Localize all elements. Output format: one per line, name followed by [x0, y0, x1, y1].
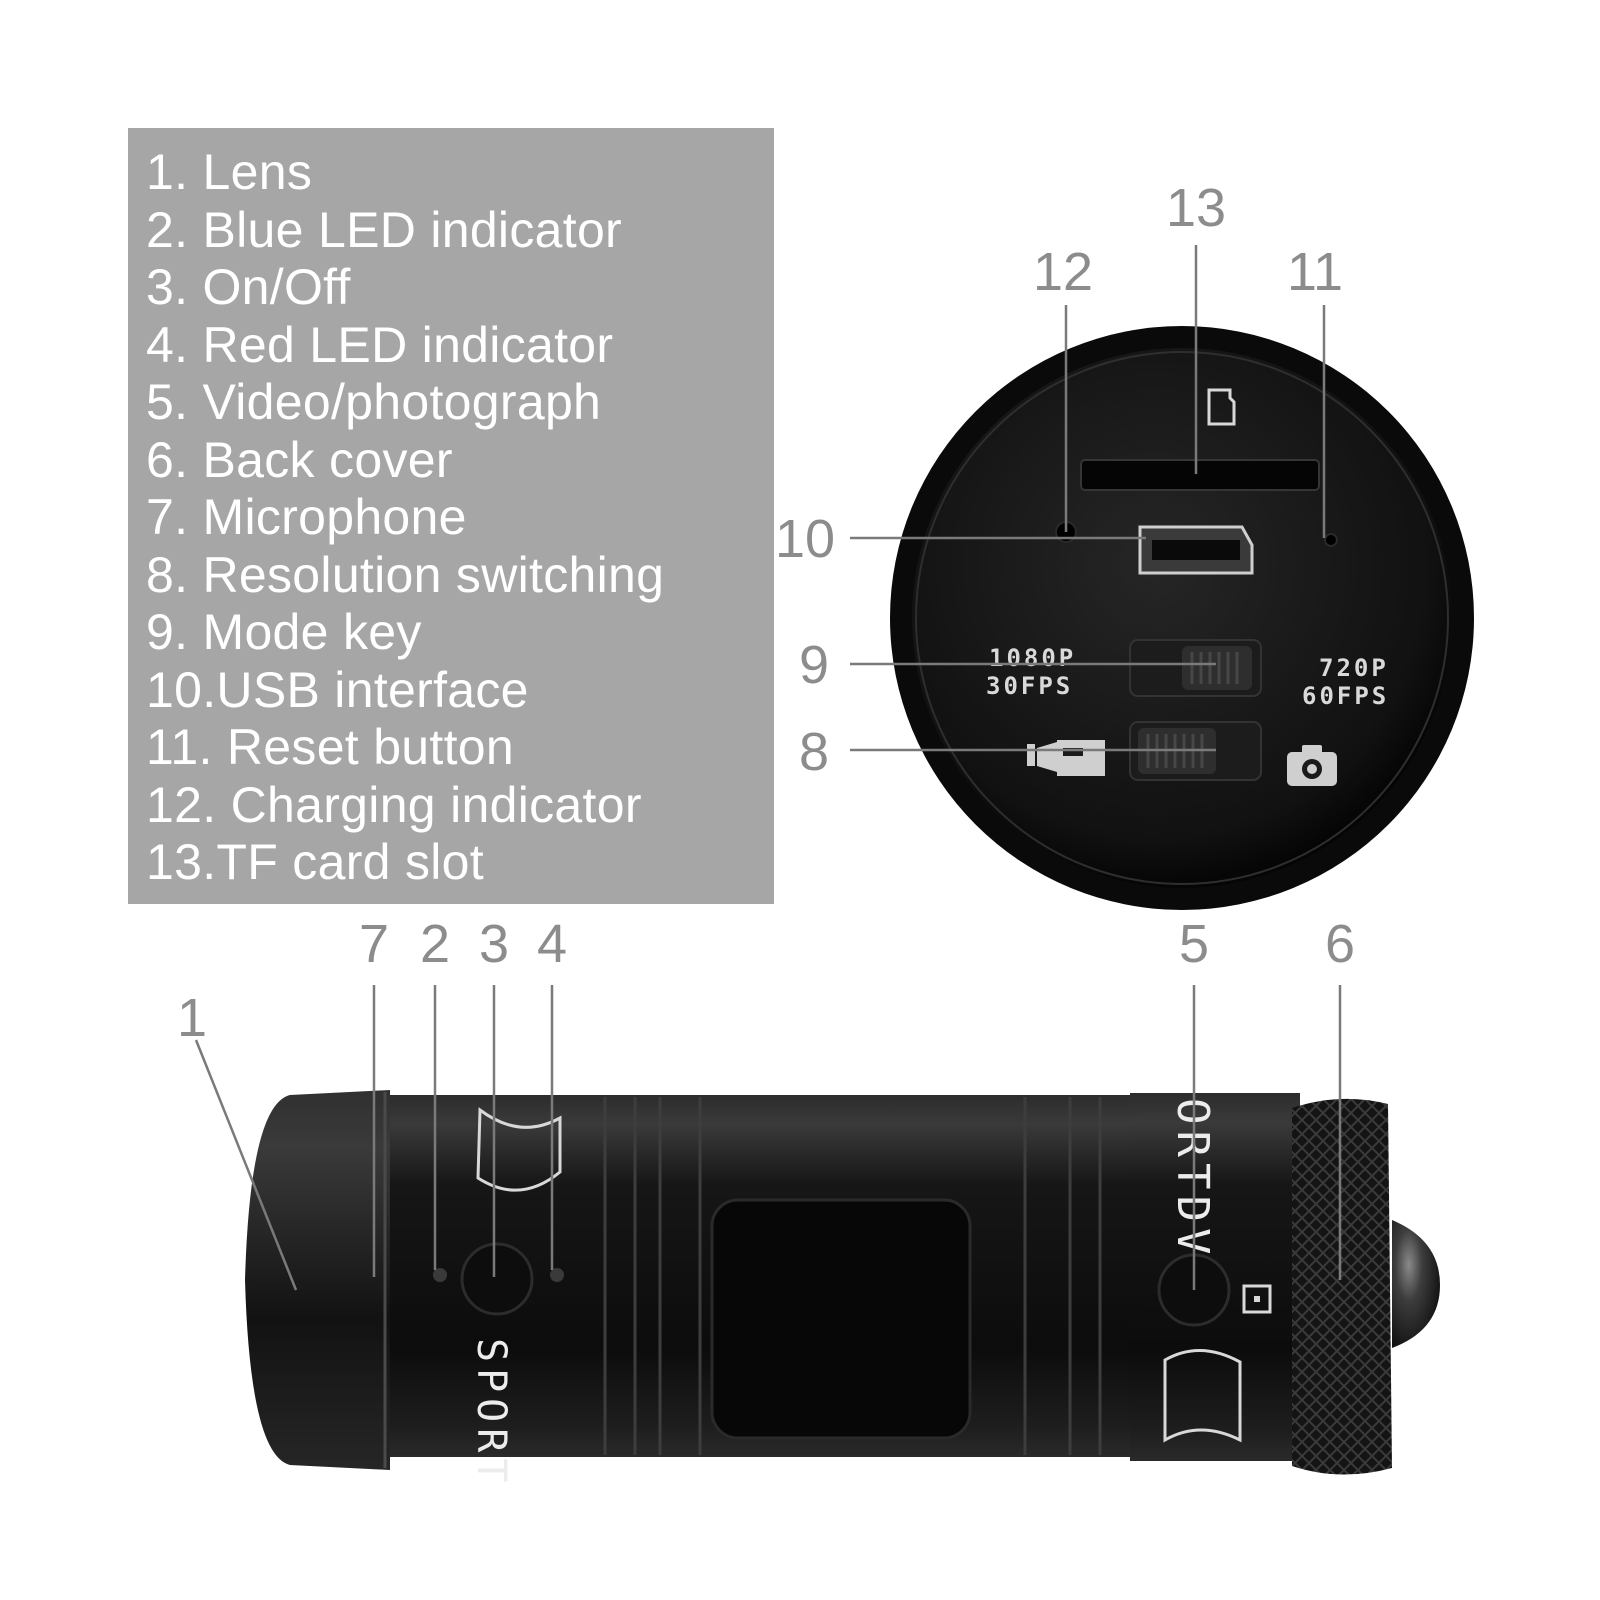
sd-card-icon: [1207, 388, 1236, 426]
blue-led: [433, 1268, 447, 1282]
callout-8: 8: [799, 722, 829, 782]
legend-item: 7. Microphone: [146, 489, 467, 545]
callout-13: 13: [1166, 178, 1226, 238]
mode-square-icon: [1242, 1284, 1272, 1314]
legend-item: 13.TF card slot: [146, 834, 484, 890]
callout-9: 9: [799, 635, 829, 695]
back-cap-view: 1080P 30FPS 720P 60FPS: [890, 326, 1474, 910]
mode-key-switch[interactable]: [1129, 639, 1262, 697]
legend-item: 11. Reset button: [146, 719, 515, 775]
legend-item: 5. Video/photograph: [146, 374, 602, 430]
tf-card-slot: [1080, 459, 1320, 491]
red-led: [550, 1268, 564, 1282]
callout-5: 5: [1179, 914, 1209, 974]
legend-item: 4. Red LED indicator: [146, 316, 614, 373]
legend-item: 3. On/Off: [146, 259, 351, 315]
legend-item: 12. Charging indicator: [146, 776, 642, 833]
callout-6: 6: [1325, 914, 1355, 974]
back-cover-dome: [1392, 1220, 1440, 1348]
back-cap-face: [912, 348, 1452, 888]
callout-10: 10: [775, 509, 835, 569]
legend-item: 1. Lens: [146, 144, 313, 200]
legend-item: 8. Resolution switching: [146, 546, 665, 603]
camera-body-view: SPORT ORTDV: [245, 1090, 1440, 1488]
reset-button-hole: [1324, 533, 1338, 547]
callout-11: 11: [1287, 242, 1343, 302]
res-1080-line2: 30FPS: [986, 672, 1073, 700]
res-1080-line1: 1080P: [989, 644, 1076, 672]
legend-item: 10.USB interface: [146, 661, 529, 718]
leader-lines: [194, 245, 1342, 1291]
legend-panel: 1. Lens 2. Blue LED indicator 3. On/Off …: [128, 128, 774, 904]
callout-4: 4: [537, 914, 567, 974]
body-grooves: [603, 1097, 1102, 1455]
body-text-dv: ORTDV: [1167, 1098, 1218, 1260]
usb-port: [1138, 525, 1254, 575]
front-band-graphic: [476, 1107, 562, 1192]
legend-item: 9. Mode key: [146, 604, 422, 660]
callout-2: 2: [420, 914, 450, 974]
back-cap-edge: [915, 351, 1449, 885]
legend-list: 1. Lens 2. Blue LED indicator 3. On/Off …: [128, 128, 774, 892]
res-720-line2: 60FPS: [1302, 682, 1389, 710]
body-text-sport: SPORT: [468, 1338, 514, 1488]
legend-item: 2. Blue LED indicator: [146, 201, 623, 258]
rear-band-graphic: [1163, 1349, 1242, 1443]
res-720-line1: 720P: [1319, 654, 1389, 682]
callout-7: 7: [359, 914, 389, 974]
power-button[interactable]: [460, 1242, 534, 1316]
callout-12: 12: [1033, 242, 1093, 302]
display-window: [710, 1198, 972, 1440]
callout-1: 1: [177, 988, 207, 1048]
callout-numbers: 1 2 3 4 5 6 7 8 9 10 11 12 13: [177, 178, 1355, 1048]
photo-camera-icon: [1287, 745, 1337, 786]
back-cover-knurl: [1292, 1098, 1392, 1475]
callout-3: 3: [479, 914, 509, 974]
lens-barrel: [245, 1090, 390, 1470]
legend-item: 6. Back cover: [146, 431, 453, 488]
